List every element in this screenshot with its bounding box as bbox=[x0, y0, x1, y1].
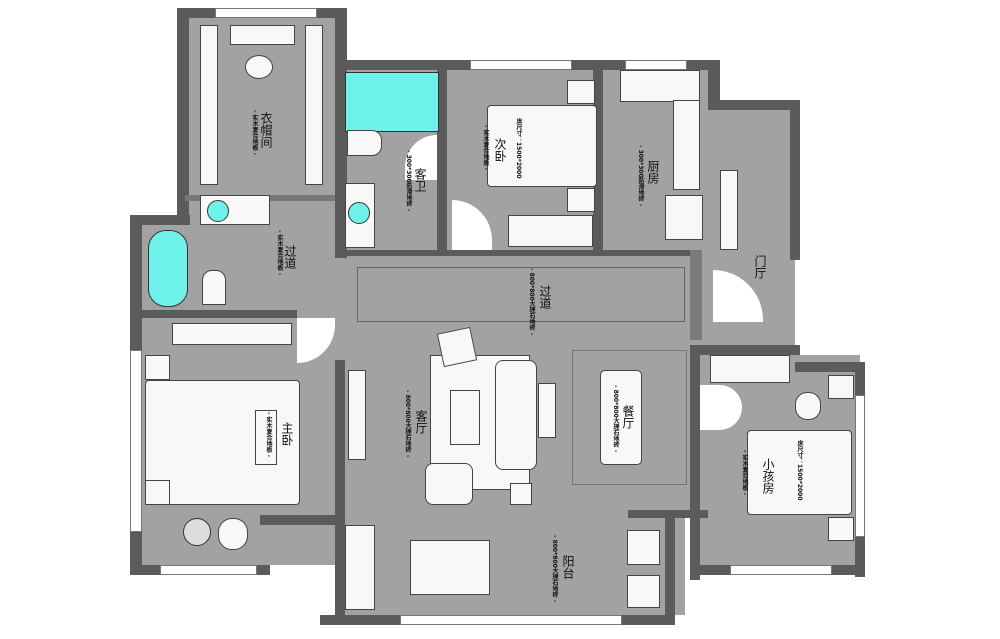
stool bbox=[245, 55, 273, 79]
kitchen-counter bbox=[673, 100, 700, 190]
window bbox=[470, 60, 572, 70]
floor-note-hallway-main: - 800*800大理石地砖 - bbox=[528, 268, 535, 336]
wall bbox=[708, 100, 800, 110]
wall bbox=[690, 345, 800, 355]
bed-size-second-bedroom: 床尺寸：1500*2000 bbox=[515, 118, 522, 179]
room-label-guest-bath: 客卫 bbox=[413, 168, 427, 192]
room-label-second-bedroom: 次卧 bbox=[493, 138, 507, 162]
fridge bbox=[665, 195, 703, 240]
window bbox=[215, 8, 317, 18]
wall bbox=[335, 250, 700, 256]
wall bbox=[142, 310, 297, 318]
floor-note-master-bedroom: - 实木复合地板 - bbox=[265, 412, 272, 458]
nightstand bbox=[145, 355, 170, 380]
bed bbox=[487, 105, 597, 187]
dining-rug bbox=[572, 350, 687, 485]
dining-table bbox=[600, 370, 642, 465]
floor-note-hallway-left: - 实木复合地板 - bbox=[276, 230, 283, 276]
wall bbox=[690, 250, 702, 340]
wall bbox=[437, 60, 447, 255]
wardrobe bbox=[305, 25, 323, 185]
armchair bbox=[436, 326, 478, 368]
toilet bbox=[202, 270, 226, 305]
floor-note-balcony: - 800*800大理石地砖 - bbox=[551, 535, 558, 603]
bathtub bbox=[148, 230, 188, 307]
side-table bbox=[510, 483, 532, 505]
wardrobe bbox=[508, 215, 593, 247]
room-label-living: 客厅 bbox=[414, 410, 428, 434]
dryer bbox=[627, 575, 660, 608]
floor-note-second-bedroom: - 实木复合地板 - bbox=[482, 125, 489, 171]
nightstand bbox=[145, 480, 170, 505]
floor-note-closet: - 实木复合地板 - bbox=[251, 110, 258, 156]
wall bbox=[790, 100, 800, 260]
room-label-closet: 衣帽间 bbox=[259, 112, 273, 148]
balcony-table bbox=[410, 540, 490, 595]
bed bbox=[747, 430, 852, 515]
bed-end bbox=[255, 410, 277, 465]
window bbox=[625, 60, 687, 70]
room-label-kitchen: 厨房 bbox=[646, 160, 660, 184]
nightstand bbox=[828, 517, 854, 541]
shoe-cabinet bbox=[720, 170, 738, 250]
basin-icon bbox=[207, 200, 229, 222]
room-label-balcony: 阳台 bbox=[561, 555, 575, 579]
bed-size-kids-room: 床尺寸：1500*2000 bbox=[796, 440, 803, 501]
nightstand bbox=[567, 188, 595, 212]
nightstand bbox=[567, 80, 595, 104]
window bbox=[400, 615, 622, 625]
kitchen-counter bbox=[620, 70, 700, 102]
toilet bbox=[347, 130, 382, 156]
round-stool bbox=[183, 518, 211, 546]
window bbox=[130, 350, 142, 532]
floor-note-living: - 800*800大理石地砖 - bbox=[404, 390, 411, 458]
wall bbox=[665, 515, 675, 625]
cabinet bbox=[710, 355, 790, 383]
sofa bbox=[495, 360, 537, 470]
room-label-master-bedroom: 主卧 bbox=[280, 422, 294, 446]
wall bbox=[690, 350, 700, 580]
window bbox=[730, 565, 832, 575]
tv-cabinet bbox=[348, 370, 366, 460]
room-label-kids-room: 小孩房 bbox=[761, 458, 775, 494]
chair bbox=[795, 392, 821, 420]
room-label-hallway-main: 过道 bbox=[538, 285, 552, 309]
window bbox=[855, 395, 865, 537]
wall bbox=[335, 8, 347, 258]
nightstand bbox=[828, 375, 854, 399]
room-label-hallway-left: 过道 bbox=[283, 245, 297, 269]
wall bbox=[177, 8, 189, 223]
armchair bbox=[425, 463, 473, 505]
wall bbox=[593, 60, 603, 255]
room-label-dining: 餐厅 bbox=[621, 405, 635, 429]
wall bbox=[795, 362, 865, 372]
window bbox=[160, 565, 257, 575]
washing-machine bbox=[627, 530, 660, 565]
sink-icon bbox=[348, 202, 370, 224]
floor-note-guest-bath: - 300*300防滑地砖 - bbox=[405, 150, 412, 212]
floor-note-kitchen: - 300*300防滑地砖 - bbox=[637, 145, 644, 207]
balcony-cabinet bbox=[345, 525, 375, 610]
coffee-table bbox=[450, 390, 480, 445]
room-label-foyer: 门厅 bbox=[753, 255, 767, 279]
side-table bbox=[538, 383, 556, 438]
chair bbox=[218, 518, 248, 550]
wall bbox=[335, 360, 345, 625]
shower-area bbox=[345, 72, 439, 132]
floor-note-kids-room: - 实木复合地板 - bbox=[741, 450, 748, 496]
wardrobe bbox=[200, 25, 218, 185]
wall bbox=[708, 60, 720, 110]
floor-note-dining: - 800*800大理石地砖 - bbox=[612, 385, 619, 453]
ceiling-line bbox=[357, 267, 685, 322]
wall bbox=[130, 215, 190, 225]
wall bbox=[628, 510, 708, 518]
dresser bbox=[230, 25, 295, 45]
door-swing[interactable] bbox=[700, 385, 742, 430]
wall bbox=[260, 515, 340, 525]
cabinet bbox=[172, 323, 292, 345]
